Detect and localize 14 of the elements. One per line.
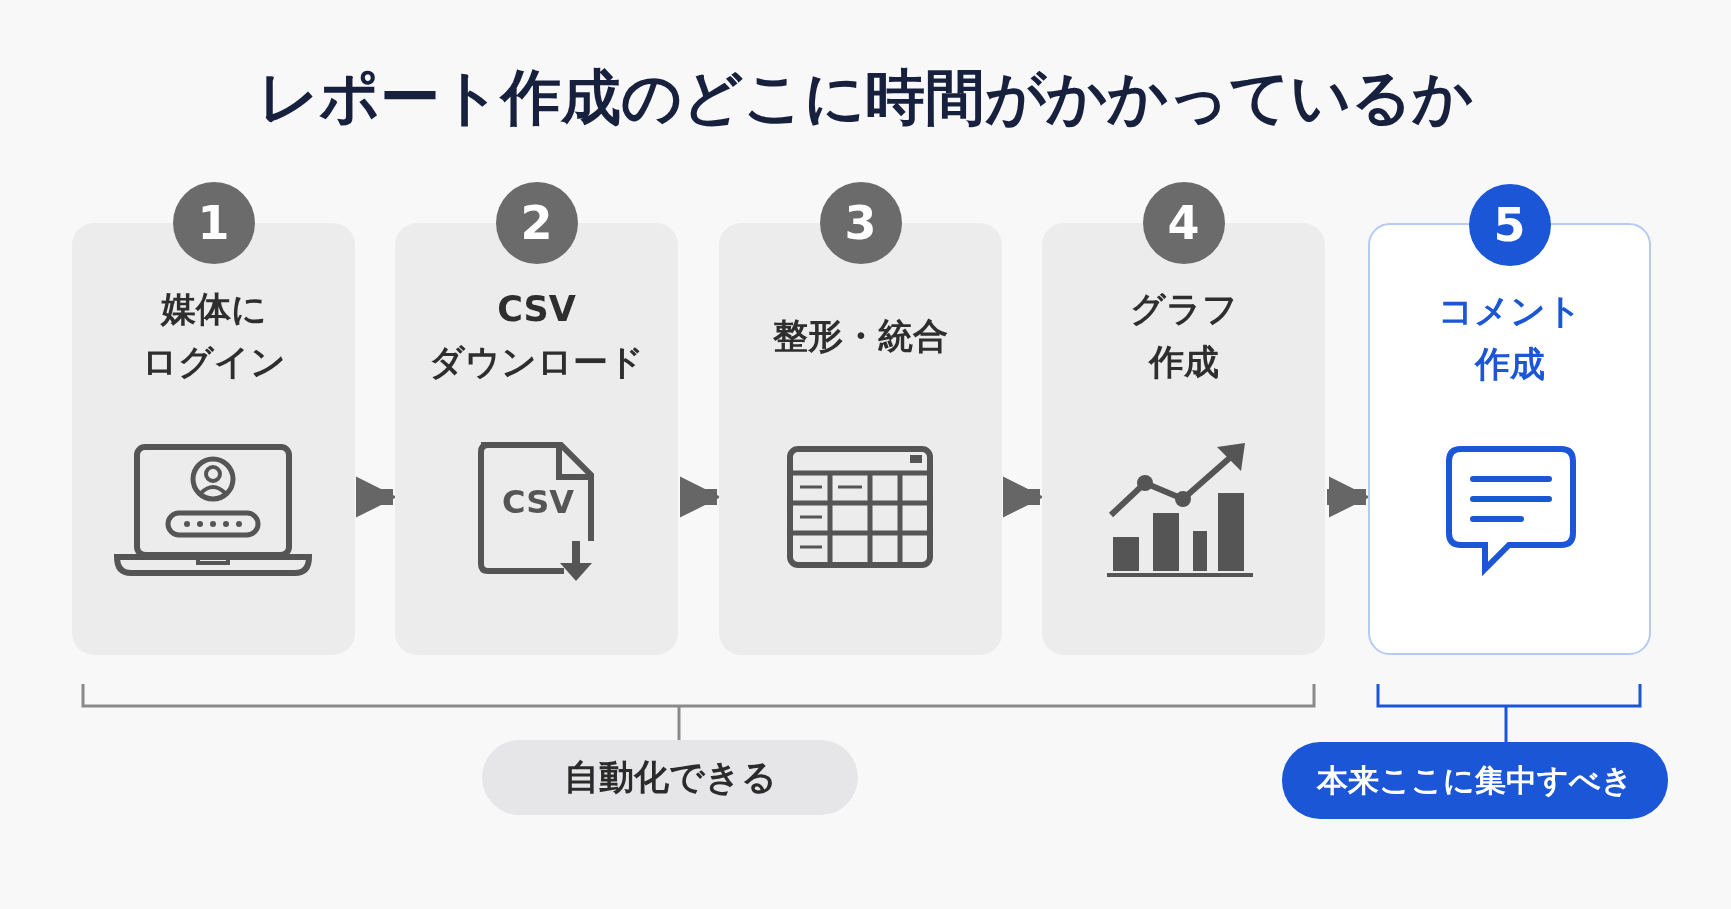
step-title: 整形・統合 bbox=[772, 314, 949, 358]
step-number: 4 bbox=[1142, 182, 1225, 264]
step-number: 5 bbox=[1468, 184, 1551, 266]
step-title: コメント作成 bbox=[1436, 290, 1583, 386]
step-title: CSVダウンロード bbox=[428, 288, 645, 384]
title: レポート作成のどこに時間がかかっているか bbox=[257, 61, 1474, 134]
file-type-label: CSV bbox=[501, 483, 575, 521]
step-title: 媒体にログイン bbox=[140, 288, 287, 384]
step-title: グラフ作成 bbox=[1128, 288, 1239, 384]
step-number: 2 bbox=[495, 182, 578, 264]
step-number: 1 bbox=[172, 182, 255, 264]
step-number: 3 bbox=[819, 182, 902, 264]
summary-pill: 自動化できる bbox=[482, 740, 858, 815]
summary-pill: 本来ここに集中すべき bbox=[1282, 742, 1668, 819]
